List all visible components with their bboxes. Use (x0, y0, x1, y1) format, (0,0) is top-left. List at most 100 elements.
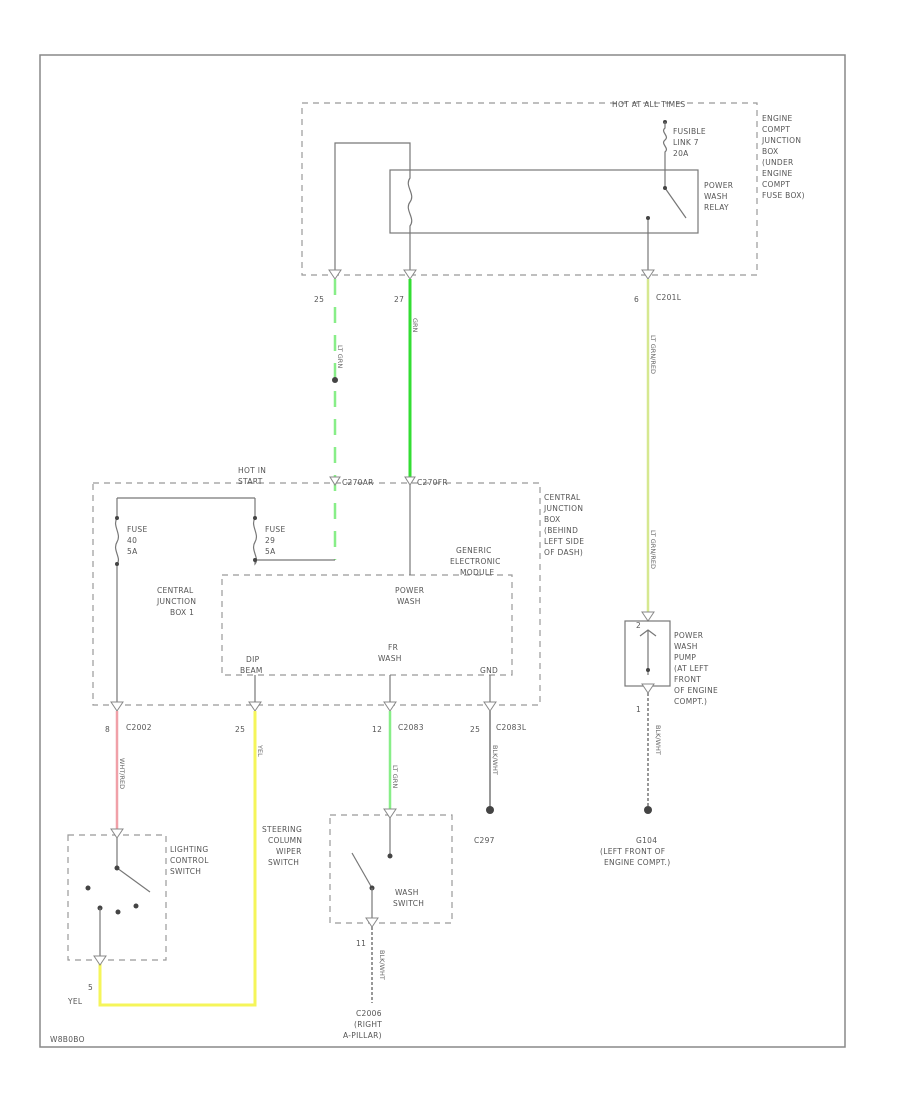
svg-text:JUNCTION: JUNCTION (761, 136, 801, 145)
hot-in-start-label: HOT IN START (238, 466, 266, 486)
fuse-40-symbol (114, 498, 120, 705)
svg-text:C2083: C2083 (398, 723, 424, 732)
fuse-40-dot-bottom (115, 562, 119, 566)
svg-text:5A: 5A (127, 547, 138, 556)
pin-8-c2002: 8 C2002 (105, 701, 152, 734)
svg-text:CENTRAL: CENTRAL (157, 586, 194, 595)
svg-text:POWER: POWER (674, 631, 703, 640)
svg-text:C270AR: C270AR (342, 478, 374, 487)
wash-switch-label: WASH SWITCH (393, 888, 424, 908)
svg-text:A-PILLAR): A-PILLAR) (343, 1031, 382, 1040)
svg-text:5A: 5A (265, 547, 276, 556)
svg-text:BOX: BOX (544, 515, 560, 524)
top-pin-6: 6 C201L (634, 269, 681, 304)
fuse-29-dot-bottom (253, 558, 257, 562)
svg-text:STEERING: STEERING (262, 825, 302, 834)
svg-text:12: 12 (372, 725, 382, 734)
wire-label-yel-vertical: YEL (256, 744, 264, 757)
svg-text:RELAY: RELAY (704, 203, 729, 212)
lighting-contact-dot-2 (85, 885, 91, 891)
svg-text:BOX 1: BOX 1 (170, 608, 194, 617)
svg-text:ENGINE COMPT.): ENGINE COMPT.) (604, 858, 670, 867)
wire-label-lt-grn-red-lower: LT GRN/RED (649, 530, 657, 569)
pin-25-c2083l: 25 C2083L (470, 701, 527, 734)
svg-text:LINK 7: LINK 7 (673, 138, 699, 147)
svg-text:25: 25 (470, 725, 480, 734)
svg-text:C2006: C2006 (356, 1009, 382, 1018)
svg-text:ENGINE: ENGINE (762, 169, 793, 178)
svg-text:FUSE BOX): FUSE BOX) (762, 191, 805, 200)
svg-text:GENERIC: GENERIC (456, 546, 492, 555)
wire-label-lt-grn: LT GRN (336, 345, 344, 368)
svg-text:COLUMN: COLUMN (268, 836, 302, 845)
svg-text:C2083L: C2083L (496, 723, 527, 732)
svg-text:WIPER: WIPER (276, 847, 302, 856)
relay-coil-wire (407, 160, 413, 272)
central-junction-box-outline (92, 482, 541, 706)
lighting-switch-contact (116, 838, 151, 893)
svg-text:POWER: POWER (704, 181, 733, 190)
fuse-29-symbol (252, 498, 335, 566)
svg-text:FUSE: FUSE (265, 525, 286, 534)
svg-text:MODULE: MODULE (460, 568, 494, 577)
fuse-29-dot-top (253, 516, 257, 520)
fuse-40-dot-top (115, 516, 119, 520)
wire-label-blk-wht-gnd: BLK/WHT (491, 745, 499, 775)
svg-text:DIP: DIP (246, 655, 260, 664)
ground-g104-dot (644, 806, 652, 814)
top-pin-27: 27 (394, 269, 417, 304)
ground-c297-dot (486, 806, 494, 814)
wire-label-wht-red: WHT/RED (118, 758, 126, 789)
wire-label-lt-grn-wash: LT GRN (391, 765, 399, 788)
svg-text:SWITCH: SWITCH (393, 899, 424, 908)
lighting-switch-top-pin (110, 828, 124, 839)
svg-text:FR: FR (388, 643, 398, 652)
steering-column-wiper-switch-label: STEERING COLUMN WIPER SWITCH (262, 825, 302, 867)
svg-text:BOX: BOX (762, 147, 778, 156)
gnd-label: GND (480, 666, 498, 675)
lighting-contact-dot-1 (114, 865, 120, 871)
pump-bottom-pin-label: 1 (636, 705, 641, 714)
wash-switch-pin-11: 11 (356, 939, 366, 948)
lighting-switch-bottom-pin (93, 955, 107, 966)
svg-text:FRONT: FRONT (674, 675, 701, 684)
svg-text:WASH: WASH (395, 888, 419, 897)
svg-text:ENGINE: ENGINE (762, 114, 793, 123)
wash-switch-dot-top (387, 853, 393, 859)
power-wash-relay-label: POWER WASH RELAY (704, 181, 733, 212)
central-junction-box-title: CENTRAL JUNCTION BOX (BEHIND LEFT SIDE O… (543, 493, 584, 557)
svg-text:JUNCTION: JUNCTION (156, 597, 196, 606)
relay-coil-left-wire (334, 142, 411, 272)
pump-top-pin-label: 2 (636, 621, 641, 630)
svg-text:LEFT SIDE: LEFT SIDE (544, 537, 584, 546)
wire-label-lt-grn-red: LT GRN/RED (649, 335, 657, 374)
svg-text:LIGHTING: LIGHTING (170, 845, 208, 854)
svg-text:SWITCH: SWITCH (268, 858, 299, 867)
svg-text:(RIGHT: (RIGHT (354, 1020, 382, 1029)
yel-wire-label: YEL (67, 997, 83, 1006)
lighting-control-switch-label: LIGHTING CONTROL SWITCH (170, 845, 209, 876)
central-box-connectors: C270AR C270FR (329, 476, 448, 487)
svg-text:25: 25 (235, 725, 245, 734)
svg-text:25: 25 (314, 295, 324, 304)
svg-text:27: 27 (394, 295, 404, 304)
svg-text:(AT LEFT: (AT LEFT (674, 664, 709, 673)
svg-text:C2002: C2002 (126, 723, 152, 732)
svg-text:JUNCTION: JUNCTION (543, 504, 583, 513)
fusible-link-label: FUSIBLE LINK 7 20A (673, 127, 706, 158)
power-wash-relay-box (389, 169, 699, 234)
svg-text:8: 8 (105, 725, 110, 734)
svg-text:OF ENGINE: OF ENGINE (674, 686, 718, 695)
ground-g104-label: G104 (LEFT FRONT OF ENGINE COMPT.) (600, 836, 670, 867)
steering-column-wiper-switch-box (329, 814, 453, 924)
svg-text:C270FR: C270FR (417, 478, 448, 487)
ground-c297-label: C297 (474, 836, 495, 845)
svg-text:POWER: POWER (395, 586, 424, 595)
svg-text:(LEFT FRONT OF: (LEFT FRONT OF (600, 847, 665, 856)
generic-electronic-module-label: GENERIC ELECTRONIC MODULE (450, 546, 500, 577)
wire-label-grn: GRN (411, 318, 419, 333)
lighting-contact-dot-5 (133, 903, 139, 909)
pump-top-pin (641, 611, 655, 622)
diagram-border (39, 54, 846, 1048)
pump-motor-symbol (639, 629, 657, 675)
